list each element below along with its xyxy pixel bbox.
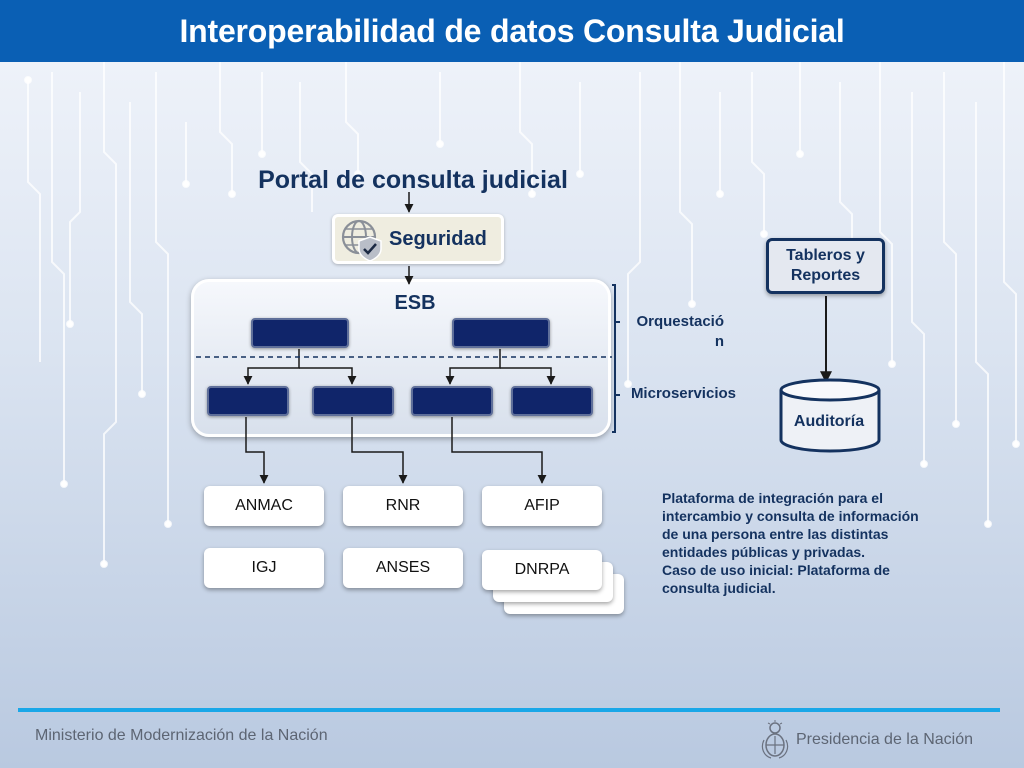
- entity-dnrpa[interactable]: DNRPA: [482, 550, 602, 590]
- slide-header: Interoperabilidad de datos Consulta Judi…: [0, 0, 1024, 62]
- description-line-3: Caso de uso inicial: Plataforma de consu…: [662, 562, 890, 596]
- footer-ministry: Ministerio de Modernización de la Nación: [35, 727, 328, 744]
- entity-afip[interactable]: AFIP: [482, 486, 602, 526]
- security-box[interactable]: Seguridad: [332, 214, 504, 264]
- description-line-1: Plataforma de integración para el interc…: [662, 490, 919, 524]
- footer-divider: [18, 708, 1000, 712]
- entity-rnr[interactable]: RNR: [343, 486, 463, 526]
- microservice-4[interactable]: [511, 386, 593, 416]
- footer-presidency: Presidencia de la Nación: [760, 718, 990, 762]
- microservice-2[interactable]: [312, 386, 394, 416]
- audit-database-icon[interactable]: [775, 378, 885, 454]
- national-coat-of-arms-icon: [761, 720, 789, 759]
- entity-anmac[interactable]: ANMAC: [204, 486, 324, 526]
- footer-presidency-label: Presidencia de la Nación: [796, 731, 973, 748]
- slide-title: Interoperabilidad de datos Consulta Judi…: [179, 12, 845, 49]
- microservices-label: Microservicios: [630, 385, 736, 402]
- audit-label: Auditoría: [793, 413, 865, 430]
- portal-title: Portal de consulta judicial: [258, 166, 568, 194]
- microservice-1[interactable]: [207, 386, 289, 416]
- platform-description: Plataforma de integración para el interc…: [662, 489, 930, 597]
- orchestration-service-2[interactable]: [452, 318, 550, 348]
- orchestration-label: Orquestación: [636, 313, 724, 350]
- entity-anses[interactable]: ANSES: [343, 548, 463, 588]
- orchestration-service-1[interactable]: [251, 318, 349, 348]
- entity-igj[interactable]: IGJ: [204, 548, 324, 588]
- circuit-background: [24, 62, 1020, 568]
- dashboards-box[interactable]: Tableros y Reportes: [766, 238, 885, 294]
- esb-label: ESB: [394, 292, 436, 314]
- globe-shield-icon: [341, 219, 382, 261]
- description-line-2: de una persona entre las distintas entid…: [662, 526, 889, 560]
- microservice-3[interactable]: [411, 386, 493, 416]
- security-label: Seguridad: [389, 227, 487, 250]
